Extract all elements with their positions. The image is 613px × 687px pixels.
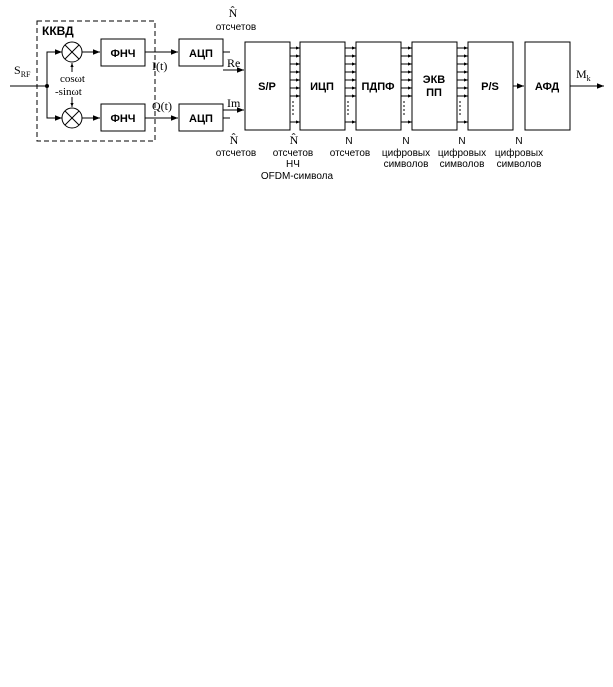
sp-out-line2: НЧ xyxy=(286,159,300,170)
sp-out-line1: отсчетов xyxy=(273,148,313,159)
ps-block xyxy=(467,41,514,131)
sp-label: S/P xyxy=(258,81,276,93)
pdpf-block xyxy=(355,41,402,131)
top-adc-n: N̂ xyxy=(229,6,238,20)
channel-i-label: I(t) xyxy=(152,59,167,73)
sp-out-n: N̂ xyxy=(290,133,299,147)
adc-top-block xyxy=(178,38,224,67)
input-signal-label: SRF xyxy=(14,63,31,79)
adc-bottom-label: АЦП xyxy=(189,113,213,125)
ps-in-line2: символов xyxy=(497,159,542,170)
adc-bottom-block xyxy=(178,103,224,132)
ps-label: P/S xyxy=(481,81,499,93)
eq-out-line2: символов xyxy=(440,159,485,170)
adc-top-label: АЦП xyxy=(189,48,213,60)
receiver-group-border xyxy=(36,20,156,142)
bottom-adc-n: N̂ xyxy=(230,133,239,147)
ps-in-n: N xyxy=(515,136,522,147)
pdpf-out-n: N xyxy=(402,136,409,147)
idft-out-n: N xyxy=(345,136,352,147)
pdpf-out-line1: цифровых xyxy=(382,147,430,159)
ps-in-line1: цифровых xyxy=(495,147,543,159)
channel-im-label: Im xyxy=(227,96,241,110)
parallel-arrows-sp-idft xyxy=(290,46,300,124)
input-to-top-mixer xyxy=(46,49,62,86)
sp-block xyxy=(244,41,291,131)
afd-label: АФД xyxy=(535,81,560,93)
channel-re-label: Re xyxy=(227,56,240,70)
bottom-adc-text: отсчетов xyxy=(216,148,256,159)
parallel-arrows-eq-ps xyxy=(457,46,468,124)
lpf-bottom-label: ФНЧ xyxy=(110,113,135,125)
pdpf-out-line2: символов xyxy=(384,159,429,170)
channel-q-label: Q(t) xyxy=(152,99,172,113)
idft-block xyxy=(299,41,346,131)
parallel-arrows-pdpf-eq xyxy=(401,46,412,124)
receiver-group-label: ККВД xyxy=(42,24,74,38)
lo-sin-label: -sinωt xyxy=(55,86,82,98)
eq-out-n: N xyxy=(458,136,465,147)
lpf-bottom-block xyxy=(100,103,146,132)
idft-label: ИЦП xyxy=(310,81,334,93)
eq-label-line2: ПП xyxy=(426,87,442,99)
idft-out-text: отсчетов xyxy=(330,148,370,159)
lpf-top-block xyxy=(100,38,146,67)
parallel-arrows-idft-pdpf xyxy=(345,46,356,124)
output-signal-label: Mk xyxy=(576,67,591,83)
sp-out-line3: OFDM-символа xyxy=(261,171,334,182)
top-adc-text: отсчетов xyxy=(216,22,256,33)
pdpf-label: ПДПФ xyxy=(361,81,394,93)
lpf-top-label: ФНЧ xyxy=(110,48,135,60)
mixer-bottom xyxy=(61,107,83,129)
eq-block xyxy=(411,41,458,131)
input-to-bottom-mixer xyxy=(46,86,62,121)
lo-cos-label: cosωt xyxy=(60,73,85,85)
eq-out-line1: цифровых xyxy=(438,147,486,159)
eq-label-line1: ЭКВ xyxy=(423,74,446,86)
mixer-top xyxy=(61,41,83,63)
